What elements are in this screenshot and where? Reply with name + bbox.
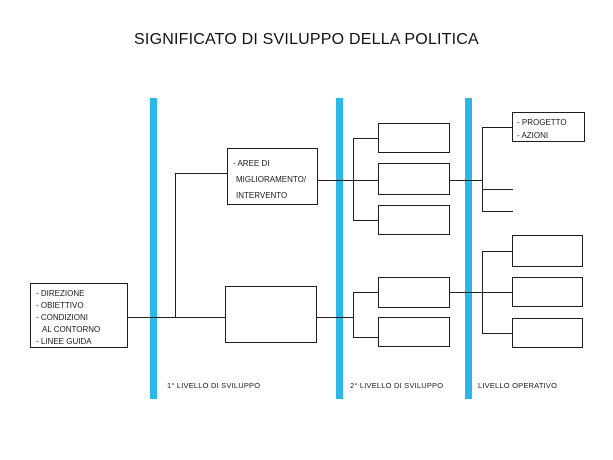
level2-lower-box-1 [378,277,450,308]
connector-line [482,127,512,128]
connector-line [482,189,513,190]
connector-line [353,138,354,221]
connector-line [482,251,512,252]
operative-box-3 [512,318,583,348]
level1-empty-box [225,286,317,343]
lane-divider-1 [150,98,157,399]
improvement-areas-box: - AREE DI MIGLIORAMENTO/ INTERVENTO [227,148,318,205]
improvement-areas-line: - AREE DI [233,159,270,168]
connector-line [353,292,354,338]
level2-upper-box-2 [378,163,450,195]
project-actions-line: - PROGETTO [517,118,567,127]
project-actions-box: - PROGETTO - AZIONI [512,112,585,142]
connector-line [482,127,483,212]
connector-line [353,337,378,338]
operative-box-1 [512,235,583,267]
connector-line [353,138,378,139]
connector-line [318,180,353,181]
level2-upper-box-3 [378,205,450,235]
policy-input-line: - OBIETTIVO [36,301,84,310]
connector-line [482,292,512,293]
connector-line [482,211,513,212]
policy-input-line: - LINEE GUIDA [36,337,92,346]
policy-input-line: - DIREZIONE [36,289,85,298]
policy-input-box: - DIREZIONE - OBIETTIVO - CONDIZIONI AL … [30,283,128,348]
connector-line [175,173,176,318]
level2-lower-box-2 [378,317,450,347]
connector-line [353,220,378,221]
connector-line [128,317,225,318]
improvement-areas-line: MIGLIORAMENTO/ [236,175,307,184]
connector-line [353,292,378,293]
project-actions-line: - AZIONI [517,131,549,140]
policy-input-line: - CONDIZIONI [36,313,88,322]
connector-line [450,180,482,181]
lane-label-operative-level: LIVELLO OPERATIVO [478,381,558,390]
lane-divider-3 [465,98,472,399]
connector-line [317,317,354,318]
lane-divider-2 [336,98,343,399]
operative-box-2 [512,277,583,307]
policy-input-line: AL CONTORNO [42,325,101,334]
connector-line [175,173,227,174]
lane-label-second-level: 2° LIVELLO DI SVILUPPO [350,381,444,390]
improvement-areas-line: INTERVENTO [236,191,288,200]
connector-line [450,292,482,293]
slide-title: SIGNIFICATO DI SVILUPPO DELLA POLITICA [134,31,479,48]
connector-line [482,333,512,334]
lane-label-first-level: 1° LIVELLO DI SVILUPPO [167,381,261,390]
connector-line [353,180,378,181]
level2-upper-box-1 [378,123,450,153]
